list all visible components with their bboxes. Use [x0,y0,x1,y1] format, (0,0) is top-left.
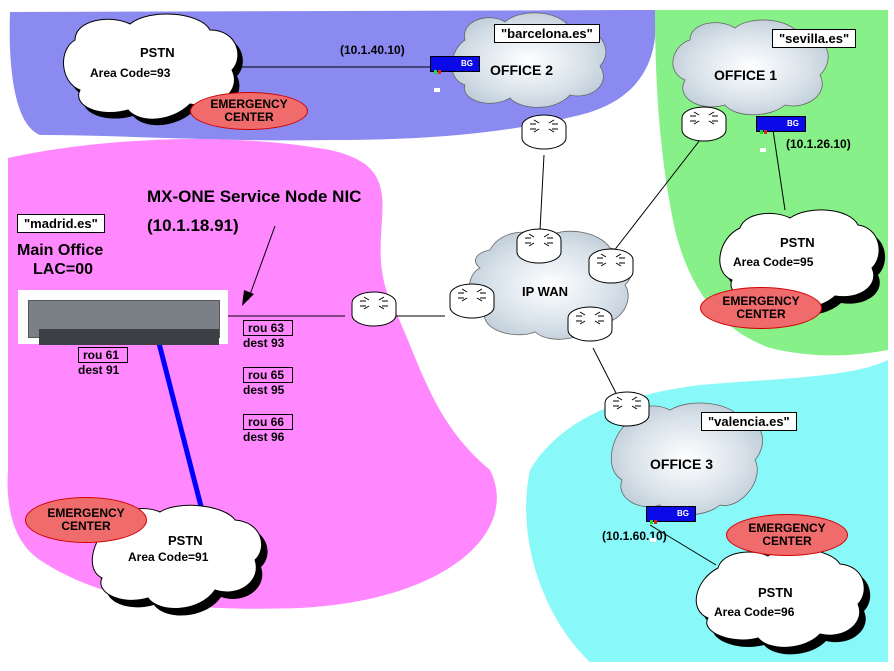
router-office3-icon [604,391,650,427]
domain-label-sevilla: "sevilla.es" [772,29,857,48]
trunk-line-pstn91 [149,315,207,519]
gateway-label: BG [787,119,799,128]
router-wan-top-icon [516,228,562,264]
route-box-66: rou 66 [243,414,293,430]
domain-label-valencia: "valencia.es" [701,412,797,431]
route-box-63: rou 63 [243,320,293,336]
main-office-title: Main Office [17,242,104,259]
domain-label-barcelona: "barcelona.es" [494,24,600,43]
route-dest-91: dest 91 [78,363,120,377]
route-dest-96: dest 96 [243,430,285,444]
route-dest-95: dest 95 [243,383,285,397]
region-madrid [7,138,497,609]
pstn-cloud-95 [719,209,886,315]
server-drive-bays [39,329,219,345]
nic-arrowhead [242,290,254,306]
gateway-led-icon [760,121,774,152]
link-office1-wan [612,139,701,253]
pstn91-title: PSTN [168,533,203,548]
emergency-line2: CENTER [736,307,786,321]
pstn95-area: Area Code=95 [733,255,814,269]
route-box-61: rou 61 [78,347,128,363]
emergency-center-barcelona: EMERGENCY CENTER [190,92,308,130]
main-office-lac: LAC=00 [33,261,94,278]
gw2-ip: (10.1.40.10) [340,43,405,57]
emergency-line1: EMERGENCY [748,521,826,535]
domain-label-madrid: "madrid.es" [17,214,105,233]
server-chassis [28,300,220,345]
pstn93-area: Area Code=93 [90,66,171,80]
office1-label: OFFICE 1 [714,67,777,83]
link-wan-office3 [592,347,618,396]
emergency-line2: CENTER [224,110,274,124]
office2-label: OFFICE 2 [490,62,553,78]
gateway-label: BG [461,59,473,68]
pstn95-title: PSTN [780,235,815,250]
router-office2-icon [521,114,567,150]
router-wan-left-icon [449,283,495,319]
emergency-line1: EMERGENCY [47,506,125,520]
office3-label: OFFICE 3 [650,456,713,472]
router-wan-right-icon [588,248,634,284]
link-gw3-pstn96 [649,524,717,566]
mx-one-server [18,290,228,345]
pstn-cloud-93 [63,13,243,126]
emergency-line2: CENTER [61,519,111,533]
nic-label: MX-ONE Service Node NIC [147,187,361,206]
nic-ip: (10.1.18.91) [147,216,239,235]
gw1-ip: (10.1.26.10) [786,137,851,151]
route-dest-93: dest 93 [243,336,285,350]
pstn93-title: PSTN [140,45,175,60]
gateway-office3: BG [646,506,696,542]
emergency-center-madrid: EMERGENCY CENTER [25,497,147,543]
gw3-ip: (10.1.60.10) [602,529,667,543]
emergency-center-valencia: EMERGENCY CENTER [726,514,848,556]
gateway-office2: BG [430,56,480,92]
emergency-line2: CENTER [762,534,812,548]
pstn-cloud-96 [695,548,871,655]
nic-arrow [247,225,276,301]
pstn96-area: Area Code=96 [714,605,795,619]
router-madrid-icon [351,291,397,327]
gateway-led-icon [650,511,664,542]
router-office1-icon [681,106,727,142]
emergency-line1: EMERGENCY [210,97,288,111]
gateway-office1: BG [756,116,806,152]
emergency-line1: EMERGENCY [722,294,800,308]
router-wan-bottom-icon [567,306,613,342]
link-office2-wan [539,154,545,231]
gateway-label: BG [677,509,689,518]
emergency-center-sevilla: EMERGENCY CENTER [700,287,822,329]
wan-label: IP WAN [522,284,568,299]
link-gw1-pstn95 [772,129,786,211]
route-box-65: rou 65 [243,367,293,383]
pstn91-area: Area Code=91 [128,550,209,564]
pstn96-title: PSTN [758,585,793,600]
gateway-led-icon [434,61,448,92]
